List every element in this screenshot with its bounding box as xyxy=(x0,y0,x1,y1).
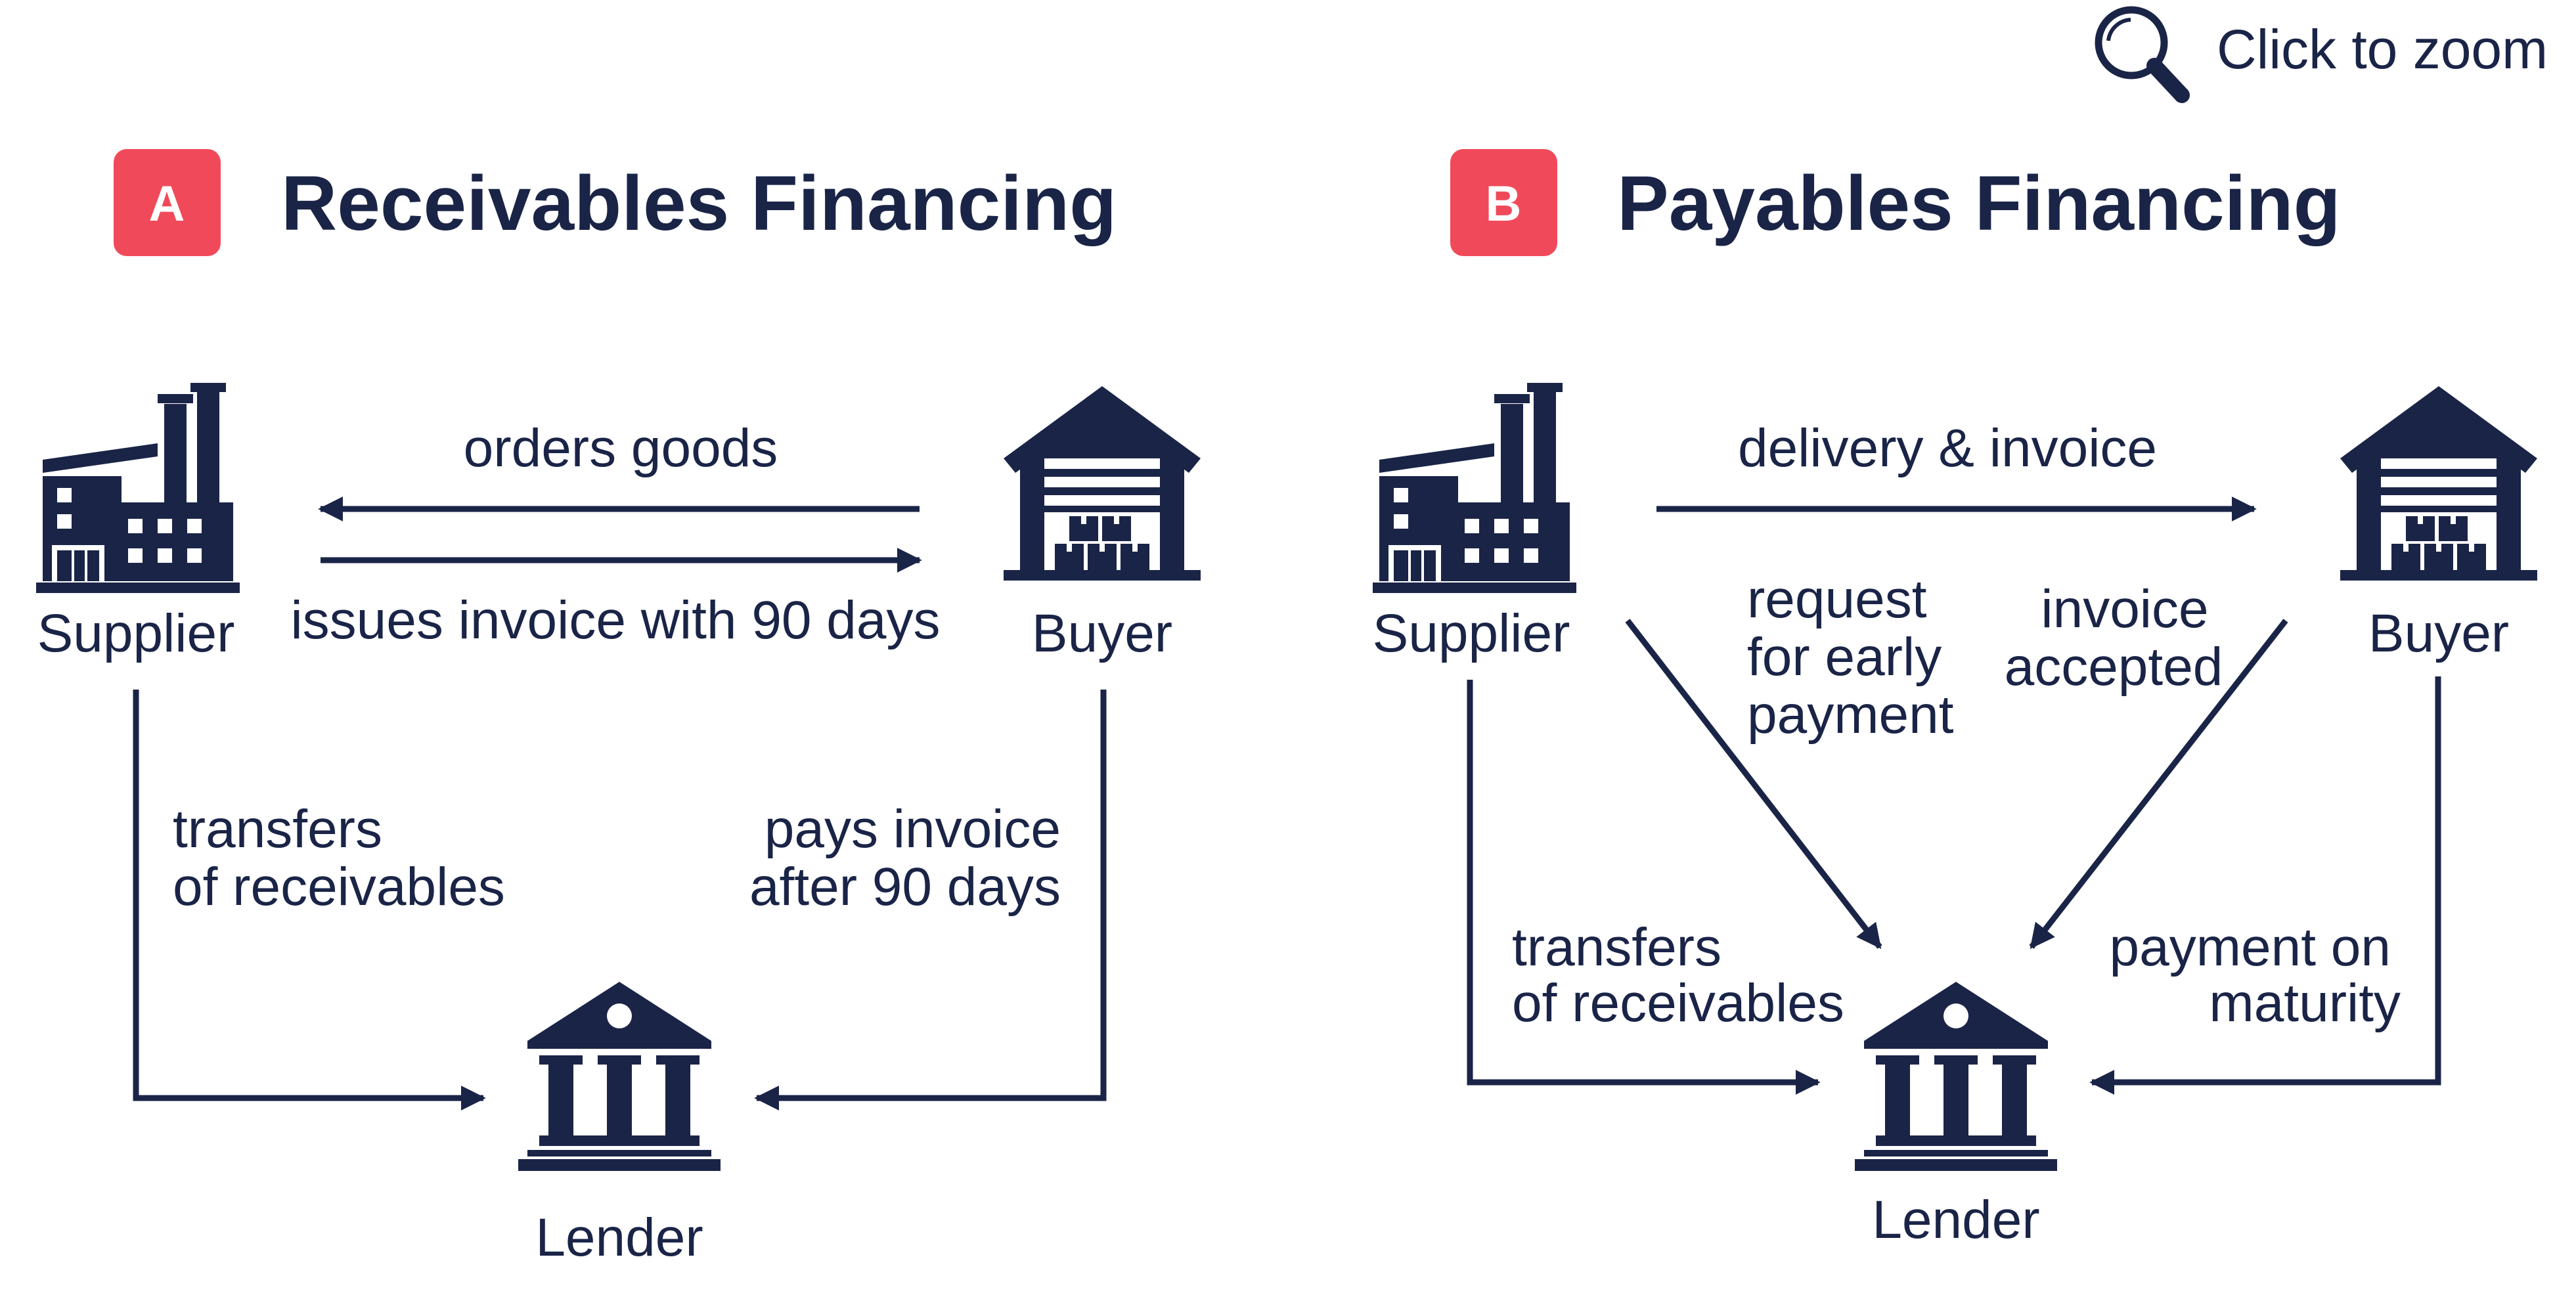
arrow-pays-invoice xyxy=(754,690,1107,1111)
lender-bank-icon xyxy=(518,982,721,1171)
label-delivery-invoice: delivery & invoice xyxy=(1738,418,2157,478)
label-request-line3: payment xyxy=(1747,685,1954,745)
panel-b-title: Payables Financing xyxy=(1617,160,2341,247)
label-orders-goods: orders goods xyxy=(464,418,778,478)
arrow-transfers-receivables-a xyxy=(133,690,486,1111)
buyer-warehouse-icon-b xyxy=(2340,386,2537,581)
arrow-invoice-accepted xyxy=(2029,619,2288,949)
buyer-warehouse-icon xyxy=(1004,386,1201,581)
label-accepted-line2: accepted xyxy=(2005,637,2223,697)
panel-b-supplier-label: Supplier xyxy=(1373,604,1570,663)
label-transfers-b-line2: of receivables xyxy=(1512,973,1844,1033)
panel-b-buyer-label: Buyer xyxy=(2368,604,2509,663)
arrow-payment-on-maturity xyxy=(2089,676,2441,1095)
zoom-control[interactable]: Click to zoom xyxy=(2095,6,2548,103)
label-transfers-a-line2: of receivables xyxy=(173,857,505,917)
magnifier-icon[interactable] xyxy=(2095,6,2190,103)
label-transfers-b-line1: transfers xyxy=(1512,917,1721,977)
label-pays-line1: pays invoice xyxy=(765,799,1061,859)
arrow-request-early-payment xyxy=(1625,619,1882,949)
panel-b-badge: B xyxy=(1450,149,1557,256)
label-accepted-line1: invoice xyxy=(2041,579,2208,639)
label-issues-invoice: issues invoice with 90 days xyxy=(290,590,940,650)
panel-a-badge: A xyxy=(114,149,221,256)
panel-a-badge-letter: A xyxy=(149,176,185,232)
label-request-line1: request xyxy=(1747,569,1927,629)
panel-b: B Payables Financing Supplier Buyer Lend… xyxy=(1373,149,2537,1250)
panel-a: A Receivables Financing Supplier Buyer L… xyxy=(36,149,1201,1267)
label-pays-line2: after 90 days xyxy=(749,857,1061,917)
label-request-line2: for early xyxy=(1747,627,1942,687)
zoom-label[interactable]: Click to zoom xyxy=(2217,18,2548,80)
lender-bank-icon-b xyxy=(1855,982,2057,1171)
arrow-transfers-receivables-b xyxy=(1467,680,1821,1095)
label-maturity-line1: payment on xyxy=(2110,917,2391,977)
panel-a-buyer-label: Buyer xyxy=(1032,604,1172,663)
panel-a-title: Receivables Financing xyxy=(281,160,1117,247)
panel-b-badge-letter: B xyxy=(1486,176,1522,232)
label-maturity-line2: maturity xyxy=(2209,973,2401,1033)
label-transfers-a-line1: transfers xyxy=(173,799,382,859)
panel-a-supplier-label: Supplier xyxy=(37,604,235,663)
supplier-factory-icon-b xyxy=(1373,383,1576,593)
panel-b-lender-label: Lender xyxy=(1872,1190,2039,1250)
supplier-factory-icon xyxy=(36,383,240,593)
panel-a-lender-label: Lender xyxy=(535,1208,703,1267)
